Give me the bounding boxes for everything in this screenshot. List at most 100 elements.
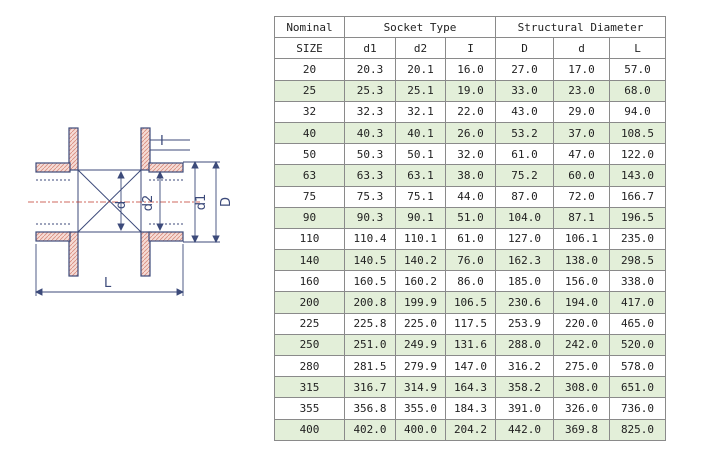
table-cell: 32 [274,100,345,123]
column-header: d [553,37,610,60]
table-cell: 166.7 [609,185,666,208]
table-cell: 63 [274,164,345,187]
table-cell: 26.0 [445,121,496,145]
table-cell: 122.0 [609,143,666,166]
table-cell: 578.0 [609,354,666,378]
table-cell: 94.0 [609,100,666,123]
table-cell: 162.3 [495,249,554,272]
table-cell: 20 [274,58,345,81]
table-cell: 402.0 [344,418,396,441]
table-cell: 298.5 [609,249,666,272]
table-cell: 326.0 [553,397,610,420]
table-cell: 72.0 [553,185,610,208]
table-cell: 32.1 [395,100,446,123]
table-cell: 196.5 [609,206,666,229]
table-cell: 37.0 [553,121,610,145]
table-cell: 90.1 [395,206,446,229]
table-cell: 50.1 [395,143,446,166]
table-cell: 108.5 [609,121,666,145]
table-cell: 60.0 [553,164,610,187]
table-cell: 147.0 [445,354,496,378]
table-cell: 63.1 [395,164,446,187]
table-cell: 50 [274,143,345,166]
dim-label-D: D [219,197,234,207]
dim-label-d1: d1 [194,194,209,211]
table-cell: 43.0 [495,100,554,123]
table-cell: 33.0 [495,79,554,102]
header-socket-type: Socket Type [344,15,496,39]
table-cell: 184.3 [445,397,496,420]
table-cell: 22.0 [445,100,496,123]
table-cell: 199.9 [395,291,446,314]
table-cell: 651.0 [609,376,666,399]
table-cell: 316.7 [344,376,396,399]
table-cell: 29.0 [553,100,610,123]
table-cell: 75.3 [344,185,396,208]
table-cell: 249.9 [395,333,446,357]
table-cell: 20.1 [395,58,446,81]
table-cell: 61.0 [445,227,496,251]
table-cell: 220.0 [553,312,610,335]
table-cell: 185.0 [495,270,554,293]
table-cell: 140.2 [395,249,446,272]
specification-table: Nominal Socket Type Structural Diameter … [274,15,666,441]
table-cell: 279.9 [395,354,446,378]
table-cell: 225.8 [344,312,396,335]
dim-label-L: L [104,276,112,291]
table-cell: 40.1 [395,121,446,145]
table-cell: 63.3 [344,164,396,187]
table-cell: 143.0 [609,164,666,187]
table-cell: 110.1 [395,227,446,251]
table-cell: 825.0 [609,418,666,441]
table-cell: 32.3 [344,100,396,123]
table-cell: 391.0 [495,397,554,420]
dim-label-d: d [114,201,129,209]
table-cell: 356.8 [344,397,396,420]
table-cell: 131.6 [445,333,496,357]
table-cell: 156.0 [553,270,610,293]
table-cell: 200 [274,291,345,314]
table-cell: 40.3 [344,121,396,145]
column-header: I [445,37,496,60]
table-cell: 314.9 [395,376,446,399]
table-cell: 308.0 [553,376,610,399]
table-cell: 736.0 [609,397,666,420]
table-cell: 164.3 [445,376,496,399]
table-cell: 127.0 [495,227,554,251]
table-cell: 75.2 [495,164,554,187]
table-cell: 106.5 [445,291,496,314]
column-header: D [495,37,554,60]
table-cell: 51.0 [445,206,496,229]
dim-label-d2: d2 [141,195,156,212]
table-cell: 251.0 [344,333,396,357]
table-cell: 40 [274,121,345,145]
dimension-lines [34,139,220,296]
table-cell: 225 [274,312,345,335]
table-cell: 355.0 [395,397,446,420]
table-cell: 160.5 [344,270,396,293]
table-cell: 204.2 [445,418,496,441]
table-cell: 87.0 [495,185,554,208]
table-cell: 230.6 [495,291,554,314]
table-cell: 315 [274,376,345,399]
table-cell: 47.0 [553,143,610,166]
table-cell: 338.0 [609,270,666,293]
table-cell: 53.2 [495,121,554,145]
column-header: d2 [395,37,446,60]
table-cell: 242.0 [553,333,610,357]
